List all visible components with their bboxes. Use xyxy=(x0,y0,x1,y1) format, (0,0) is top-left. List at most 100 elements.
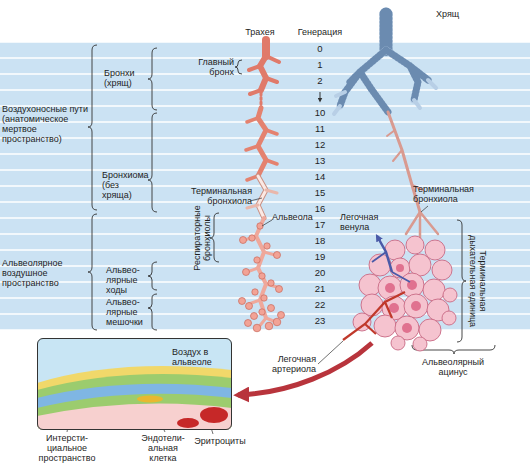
leader-line xyxy=(421,206,428,212)
layer-label: Эндотели- альная клетка xyxy=(136,433,190,463)
generation-number: 21 xyxy=(308,284,332,295)
alveolus xyxy=(254,257,260,263)
layer-label: Интерсти- циальное пространство xyxy=(36,433,98,463)
erythrocyte xyxy=(200,407,228,423)
membrane-inset xyxy=(37,338,232,430)
alveolus xyxy=(259,273,265,279)
zone-label: Альвеолярный ацинус xyxy=(408,357,498,377)
bronchus-gap xyxy=(260,93,263,107)
brace xyxy=(148,48,157,110)
bronchus xyxy=(260,56,266,90)
band-line xyxy=(0,329,530,331)
zone-label: Альвеолярное воздушное пространство xyxy=(2,258,88,288)
brace xyxy=(235,60,242,74)
alveolus xyxy=(265,322,273,330)
alveolar-duct xyxy=(245,236,277,328)
generation-number: 22 xyxy=(308,300,332,311)
structure-label: Трахея xyxy=(236,27,284,37)
alveoli xyxy=(239,223,285,332)
epithelium xyxy=(37,374,232,430)
alveolus xyxy=(261,295,267,301)
bronchus-branch xyxy=(249,56,279,94)
anatomic-airway xyxy=(334,14,438,238)
bronchus-branch xyxy=(334,80,436,114)
band-separators xyxy=(0,42,530,330)
alveolus xyxy=(252,289,258,295)
bronchiole xyxy=(258,176,266,218)
venule-branch xyxy=(372,252,410,282)
generation-number: 23 xyxy=(308,316,332,327)
alveolus xyxy=(268,305,275,312)
surfactant-layer xyxy=(37,366,232,430)
brace xyxy=(148,294,157,330)
alveolus xyxy=(276,286,283,293)
generation-number: 12 xyxy=(308,140,332,151)
generation-number: 14 xyxy=(308,172,332,183)
pulmonary-arteriole xyxy=(343,292,405,340)
generation-number: 15 xyxy=(308,188,332,199)
magnify-arrow xyxy=(238,343,372,395)
respiratory-bronchiole xyxy=(406,212,438,238)
band-line xyxy=(0,169,530,171)
alveolus xyxy=(239,298,246,305)
brace xyxy=(457,220,466,342)
generation-bands xyxy=(0,42,530,330)
alveolus xyxy=(391,336,405,350)
alveolus xyxy=(443,288,457,302)
brace xyxy=(148,113,157,212)
airway-tree xyxy=(245,40,279,328)
leader-line xyxy=(318,341,343,364)
acinus xyxy=(353,236,457,351)
capillary-lumen xyxy=(37,404,232,431)
alveolus xyxy=(442,311,456,325)
alveolar-sac xyxy=(411,301,421,311)
generation-number: 13 xyxy=(308,156,332,167)
alveolus xyxy=(432,260,452,280)
band-line xyxy=(0,89,530,91)
alveolar-sac xyxy=(389,303,399,313)
axis-title: Генерация xyxy=(292,27,348,37)
band-line xyxy=(0,121,530,123)
zone-label: Терминальная дыхательная единица xyxy=(468,231,488,331)
generation-number: 19 xyxy=(308,252,332,263)
band-line xyxy=(0,233,530,235)
zone-label: Бронхи (хрящ) xyxy=(104,68,150,88)
part-label: Альвеола xyxy=(272,212,318,222)
alveolus xyxy=(249,235,255,241)
alveolus xyxy=(253,324,261,332)
alveolus xyxy=(251,313,258,320)
alveolus xyxy=(413,337,427,351)
leader-line xyxy=(262,220,272,226)
generation-number: 1 xyxy=(308,60,332,71)
bronchiole-branch xyxy=(387,130,423,190)
zone-label: Альвео- лярные мешочки xyxy=(106,297,148,327)
alveolus xyxy=(374,315,396,337)
bronchiole-outline xyxy=(258,176,266,218)
vessel-label: Легочная артериола xyxy=(258,354,316,374)
inset-box: Воздух в альвеоле xyxy=(37,338,232,430)
zone-label: Бронхиома (без хряща) xyxy=(102,170,150,200)
brace xyxy=(148,262,157,290)
generation-number: 2 xyxy=(308,76,332,87)
endothelium xyxy=(37,394,232,430)
alveolus xyxy=(404,294,428,318)
generation-number: 0 xyxy=(308,44,332,55)
generation-arrow xyxy=(320,92,321,101)
alveolus xyxy=(406,236,424,254)
alveolus xyxy=(264,243,270,249)
brace xyxy=(88,45,97,210)
node-text: Воздух в альвеоле xyxy=(172,347,230,367)
erythrocyte xyxy=(177,418,199,428)
zone-label: Альвео- лярные ходы xyxy=(106,265,146,295)
alveolus xyxy=(245,320,252,327)
generation-number: 10 xyxy=(308,108,332,119)
generation-number: 18 xyxy=(308,236,332,247)
alveolus xyxy=(361,294,383,316)
part-label: Терминальная бронхиола xyxy=(413,184,479,204)
part-label: Главный бронх xyxy=(190,57,234,77)
cell-label: Эритроциты xyxy=(192,436,248,446)
part-label: Хрящ xyxy=(436,9,476,19)
generation-number: 11 xyxy=(308,124,332,135)
alveolus xyxy=(278,312,285,319)
